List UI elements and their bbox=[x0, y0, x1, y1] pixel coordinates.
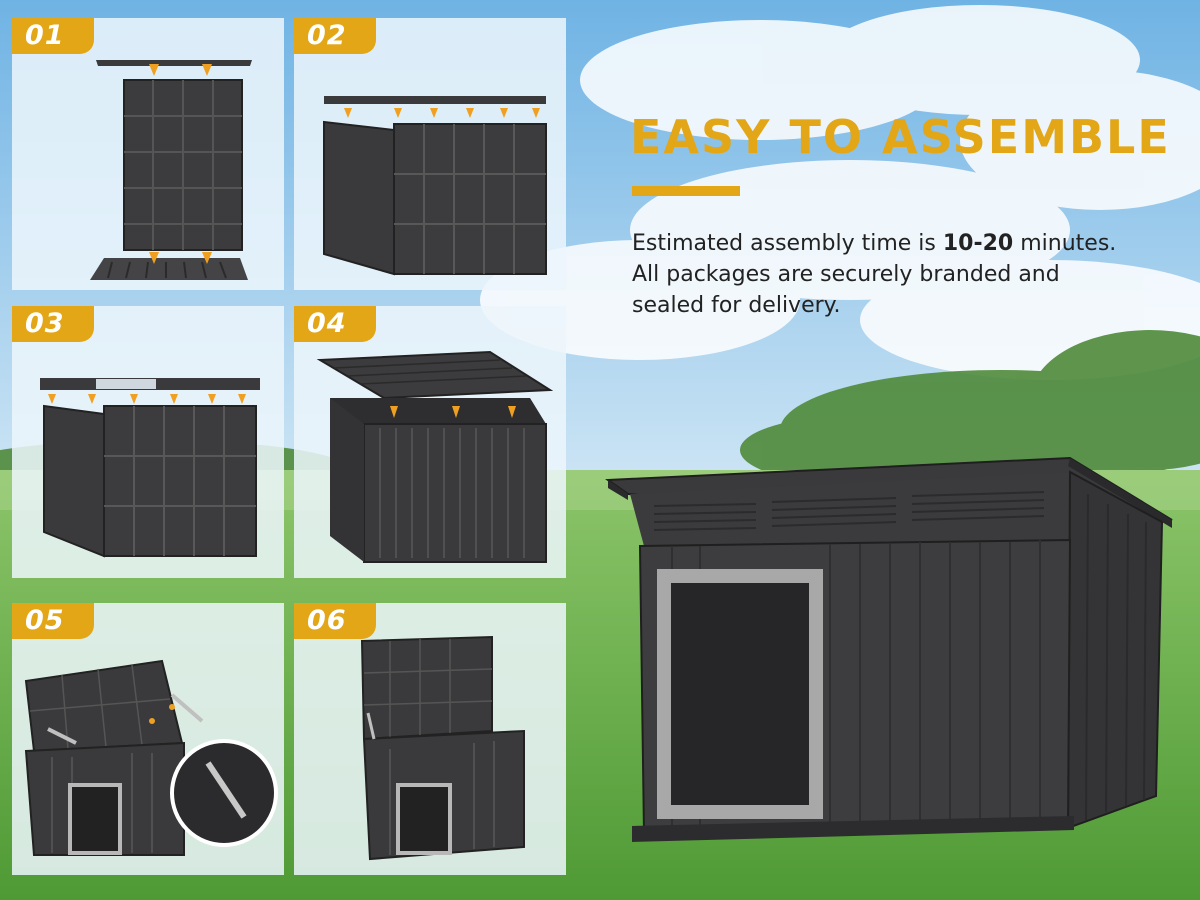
assembly-illustration-05 bbox=[24, 659, 278, 856]
step-number: 05 bbox=[25, 605, 65, 636]
description-line1-prefix: Estimated assembly time is bbox=[632, 231, 943, 256]
step-badge-02: 02 bbox=[294, 18, 376, 54]
description-line1-suffix: minutes. bbox=[1013, 231, 1117, 256]
headline-underline bbox=[632, 186, 740, 196]
step-number: 03 bbox=[25, 308, 65, 339]
door-opening bbox=[657, 569, 823, 819]
assembly-illustration-01 bbox=[90, 60, 252, 280]
step-panel-06: 06 bbox=[294, 603, 566, 875]
step-badge-03: 03 bbox=[12, 306, 94, 342]
step-panel-05: 05 bbox=[12, 603, 284, 875]
step-badge-04: 04 bbox=[294, 306, 376, 342]
vent-slats bbox=[653, 491, 1045, 531]
step-panel-03: 03 bbox=[12, 306, 284, 578]
step-badge-05: 05 bbox=[12, 603, 94, 639]
description-line2: All packages are securely branded and bbox=[632, 262, 1060, 287]
step-panel-01: 01 bbox=[12, 18, 284, 290]
step-panel-04: 04 bbox=[294, 306, 566, 578]
step-number: 04 bbox=[307, 308, 347, 339]
assembly-illustration-03 bbox=[40, 378, 260, 558]
step-number: 01 bbox=[25, 20, 65, 51]
description-line3: sealed for delivery. bbox=[632, 293, 841, 318]
description: Estimated assembly time is 10-20 minutes… bbox=[632, 228, 1182, 321]
assembly-illustration-04 bbox=[316, 350, 554, 563]
step-number: 06 bbox=[307, 605, 347, 636]
step-badge-01: 01 bbox=[12, 18, 94, 54]
headline: EASY TO ASSEMBLE bbox=[630, 110, 1171, 164]
assembly-illustration-06 bbox=[360, 635, 525, 861]
step-number: 02 bbox=[307, 20, 347, 51]
step-panel-02: 02 bbox=[294, 18, 566, 290]
assembly-illustration-02 bbox=[323, 96, 547, 276]
product-dog-house bbox=[605, 456, 1173, 842]
assembly-time-highlight: 10-20 bbox=[942, 231, 1014, 256]
step-badge-06: 06 bbox=[294, 603, 376, 639]
